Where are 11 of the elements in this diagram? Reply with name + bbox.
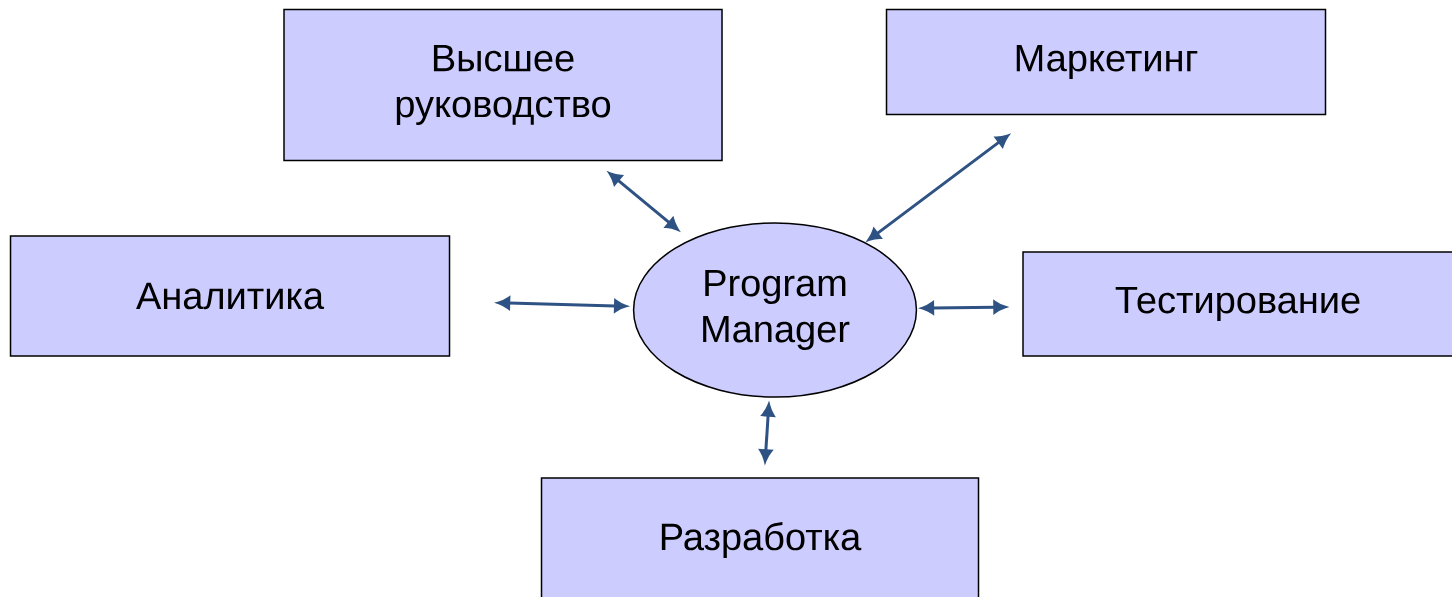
process-box: Маркетинг bbox=[885, 8, 1327, 116]
process-box: Аналитика bbox=[9, 235, 451, 357]
arrow bbox=[921, 300, 1006, 315]
arrow bbox=[608, 172, 679, 231]
arrow bbox=[867, 134, 1009, 241]
process-box: Разработка bbox=[540, 477, 980, 597]
ellipse-node: Program Manager bbox=[632, 222, 918, 398]
process-box: Высшее руководство bbox=[283, 8, 723, 162]
process-box: Тестирование bbox=[1022, 251, 1452, 357]
arrow bbox=[497, 296, 627, 313]
arrow bbox=[759, 403, 775, 463]
